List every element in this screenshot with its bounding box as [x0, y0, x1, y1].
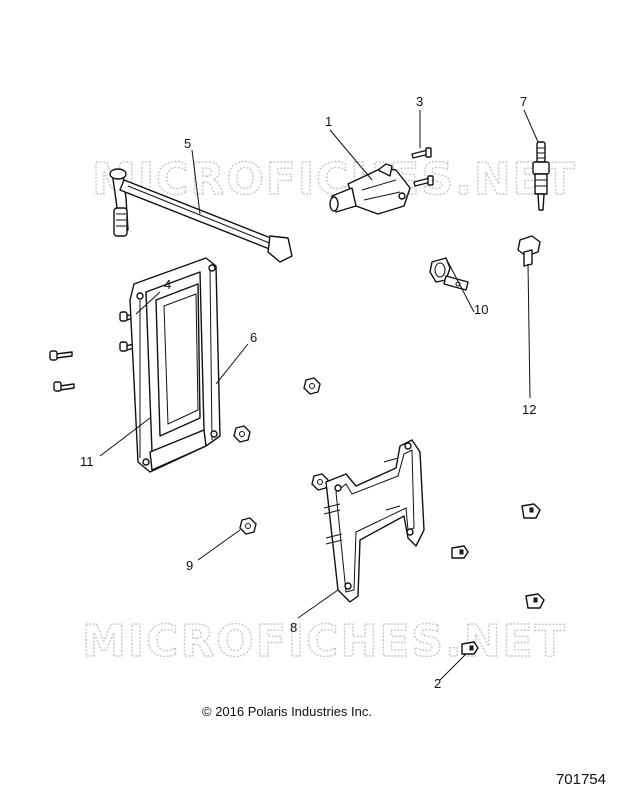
- callout-11: 11: [80, 454, 94, 469]
- callout-6: 6: [250, 330, 257, 345]
- torx-screws: [451, 503, 545, 655]
- cable-clamp: [429, 257, 469, 291]
- callout-3: 3: [416, 94, 423, 109]
- callout-12: 12: [522, 402, 536, 417]
- flange-bolt: [517, 235, 541, 267]
- leader-lines: [99, 109, 539, 681]
- callout-1: 1: [325, 114, 332, 129]
- mounting-bracket: [323, 439, 425, 603]
- drawing-number: 701754: [555, 771, 606, 788]
- spark-plug: [532, 141, 550, 211]
- spark-plug-wire: [109, 168, 293, 263]
- callout-2: 2: [434, 676, 441, 691]
- screws: [49, 311, 142, 392]
- callout-4: 4: [164, 277, 171, 292]
- callout-8: 8: [290, 620, 297, 635]
- nuts: [233, 377, 329, 535]
- bolt-pair: [411, 147, 434, 187]
- watermark-bottom: MICROFICHES.NET: [82, 616, 567, 667]
- callout-5: 5: [184, 136, 191, 151]
- callout-9: 9: [186, 558, 193, 573]
- callout-10: 10: [474, 302, 488, 317]
- ignition-coil: [329, 163, 411, 215]
- copyright-notice: © 2016 Polaris Industries Inc.: [202, 704, 372, 719]
- callout-7: 7: [520, 94, 527, 109]
- ecu-module: [129, 257, 221, 473]
- callouts: 1 2 3 4 5 6 7 8 9 10 11 12: [80, 94, 536, 691]
